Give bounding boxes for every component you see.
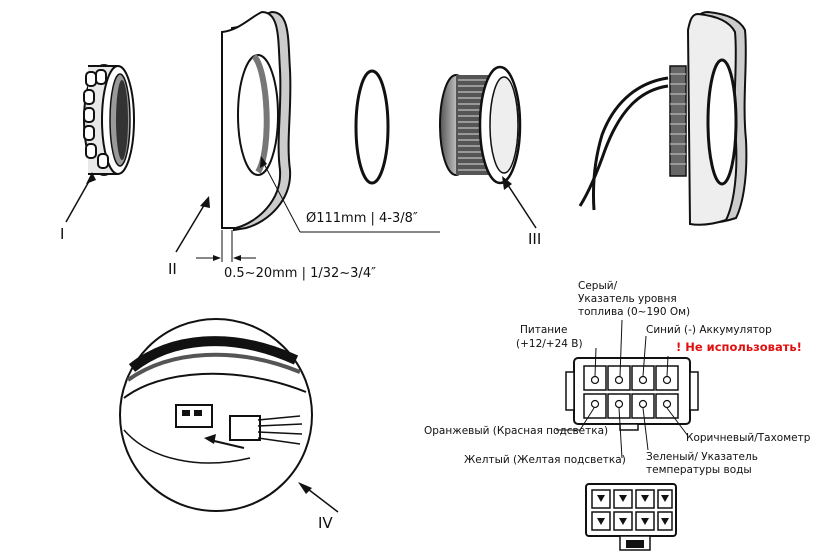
gray-wire-label-3: топлива (0~190 Ом): [578, 306, 691, 318]
leader-IV: [298, 482, 339, 513]
gray-wire-label-1: Серый/: [578, 280, 618, 292]
blue-wire-label: Синий (-) Аккумулятор: [646, 324, 772, 336]
power-wire-label-2: (+12/+24 В): [516, 338, 583, 350]
green-wire-label-2: температуры воды: [646, 464, 752, 476]
thickness-arrows: [196, 255, 256, 261]
leader-III: [502, 176, 537, 229]
leader-II: [175, 196, 210, 253]
mounting-nut: [83, 64, 135, 176]
thickness-label: 0.5~20mm | 1/32~3/4″: [224, 266, 376, 281]
connector-pinout: [556, 319, 699, 459]
green-wire-label-1: Зеленый/ Указатель: [646, 451, 758, 463]
diameter-label: Ø111mm | 4-3/8″: [306, 211, 418, 226]
diameter-leader: [260, 156, 440, 233]
label-part-II: II: [168, 260, 177, 278]
connector-bottom-view: [585, 483, 677, 551]
orange-wire-label: Оранжевый (Красная подсветка): [424, 425, 609, 437]
o-ring: [354, 69, 390, 185]
label-part-I: I: [60, 225, 65, 243]
power-wire-label-1: Питание: [520, 324, 568, 336]
yellow-wire-label: Желтый (Желтая подсветка): [464, 454, 626, 466]
gray-wire-label-2: Указатель уровня: [578, 293, 677, 305]
label-part-III: III: [528, 230, 542, 248]
connector-detail-circle: [119, 318, 313, 512]
panel-plate: [221, 10, 292, 262]
label-part-IV: IV: [318, 514, 333, 532]
brown-wire-label: Коричневый/Тахометр: [686, 432, 811, 444]
assembled-gauge: [578, 10, 748, 226]
warning-label: ! Не использовать!: [676, 340, 802, 354]
gauge-housing: [439, 65, 522, 185]
leader-I: [65, 172, 96, 223]
